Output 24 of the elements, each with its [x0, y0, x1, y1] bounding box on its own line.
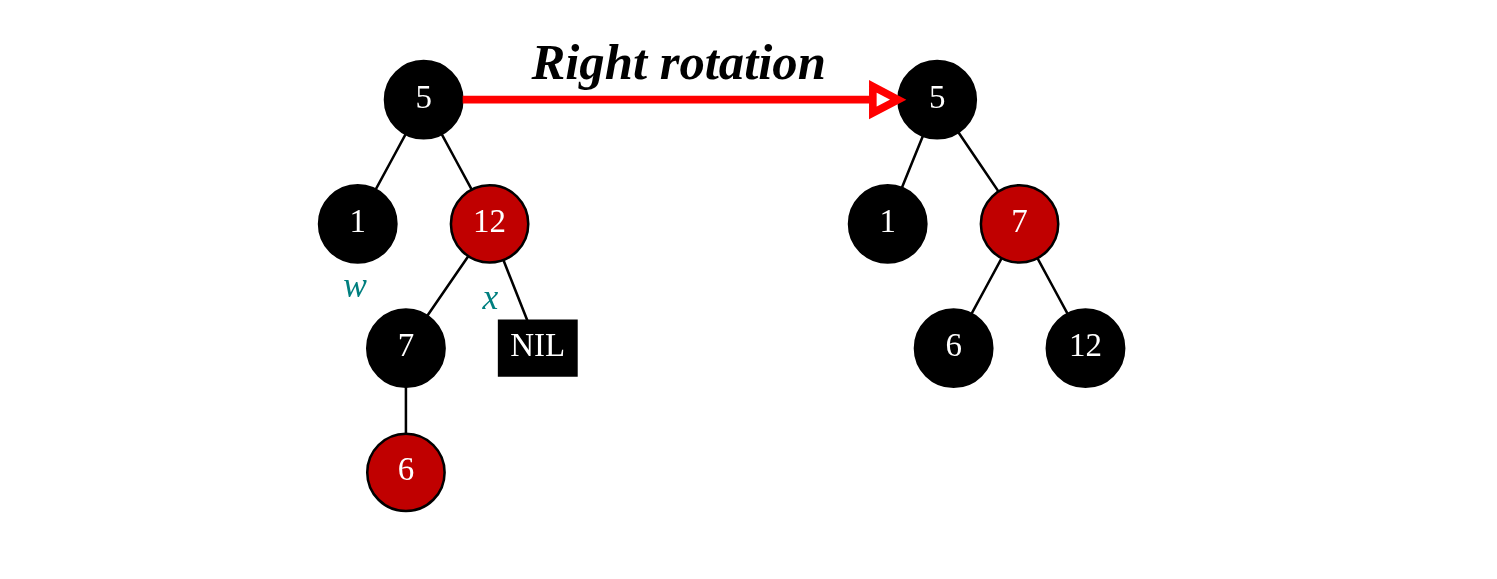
connector — [956, 131, 999, 193]
node-label: x — [482, 276, 498, 317]
node-circle: 6 — [365, 432, 446, 513]
node-circle: 1 — [317, 183, 398, 264]
connector — [425, 255, 469, 317]
connector — [440, 133, 473, 191]
edge-label: Right rotation — [530, 34, 826, 91]
node-label: w — [342, 265, 367, 306]
node-circle: 5 — [383, 59, 464, 140]
node-circle: 6 — [913, 308, 994, 389]
node-circle: 7 — [979, 183, 1059, 264]
node-circle: 12 — [1045, 308, 1125, 389]
connector — [900, 135, 924, 189]
node-circle: 7 — [365, 308, 446, 389]
node-box: NIL — [497, 319, 578, 377]
connector — [501, 259, 529, 321]
connector — [970, 257, 1003, 315]
arrow — [462, 80, 906, 120]
connector — [404, 386, 407, 434]
node-circle: 12 — [449, 183, 530, 264]
connector — [1035, 257, 1069, 315]
node-circle: 1 — [847, 183, 928, 264]
node-circle: 5 — [896, 59, 977, 140]
connector — [374, 133, 407, 191]
